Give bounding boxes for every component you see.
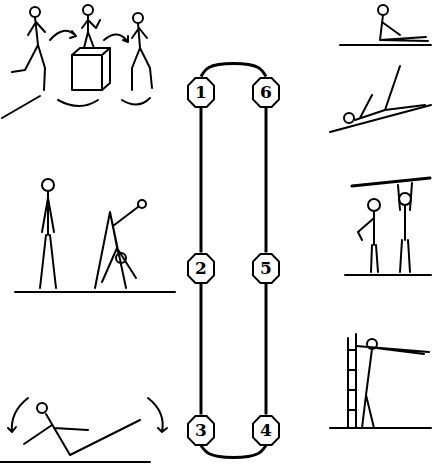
circuit-line xyxy=(265,108,268,253)
seated-figure xyxy=(340,5,431,45)
station-number: 5 xyxy=(260,260,272,277)
circle-outline xyxy=(188,78,214,107)
station-circle: 4 xyxy=(252,415,280,446)
step-up-figures xyxy=(2,5,152,118)
circuit-line xyxy=(265,284,268,415)
circuit-line xyxy=(201,446,266,458)
circuit-line xyxy=(201,64,266,77)
circuit-line xyxy=(200,284,203,415)
leg-raise-figure xyxy=(330,66,431,132)
circuit-line xyxy=(200,108,203,253)
circle-outline xyxy=(188,254,214,283)
station-circle: 3 xyxy=(187,415,215,446)
station-number: 1 xyxy=(195,84,207,101)
station-number: 2 xyxy=(195,260,207,277)
station-circle: 5 xyxy=(252,253,280,284)
station-circle: 6 xyxy=(252,77,280,108)
bar-figures xyxy=(345,178,431,275)
station-number: 6 xyxy=(260,84,272,101)
circle-outline xyxy=(253,416,279,445)
station-circle: 2 xyxy=(187,253,215,284)
station-number: 4 xyxy=(260,422,272,439)
bend-figures xyxy=(15,179,175,292)
circle-outline xyxy=(253,254,279,283)
wall-bars-figure xyxy=(330,334,431,428)
station-circle: 1 xyxy=(187,77,215,108)
station-number: 3 xyxy=(195,422,207,439)
circle-outline xyxy=(253,78,279,107)
v-sit-figure xyxy=(0,398,167,462)
circle-outline xyxy=(188,416,214,445)
